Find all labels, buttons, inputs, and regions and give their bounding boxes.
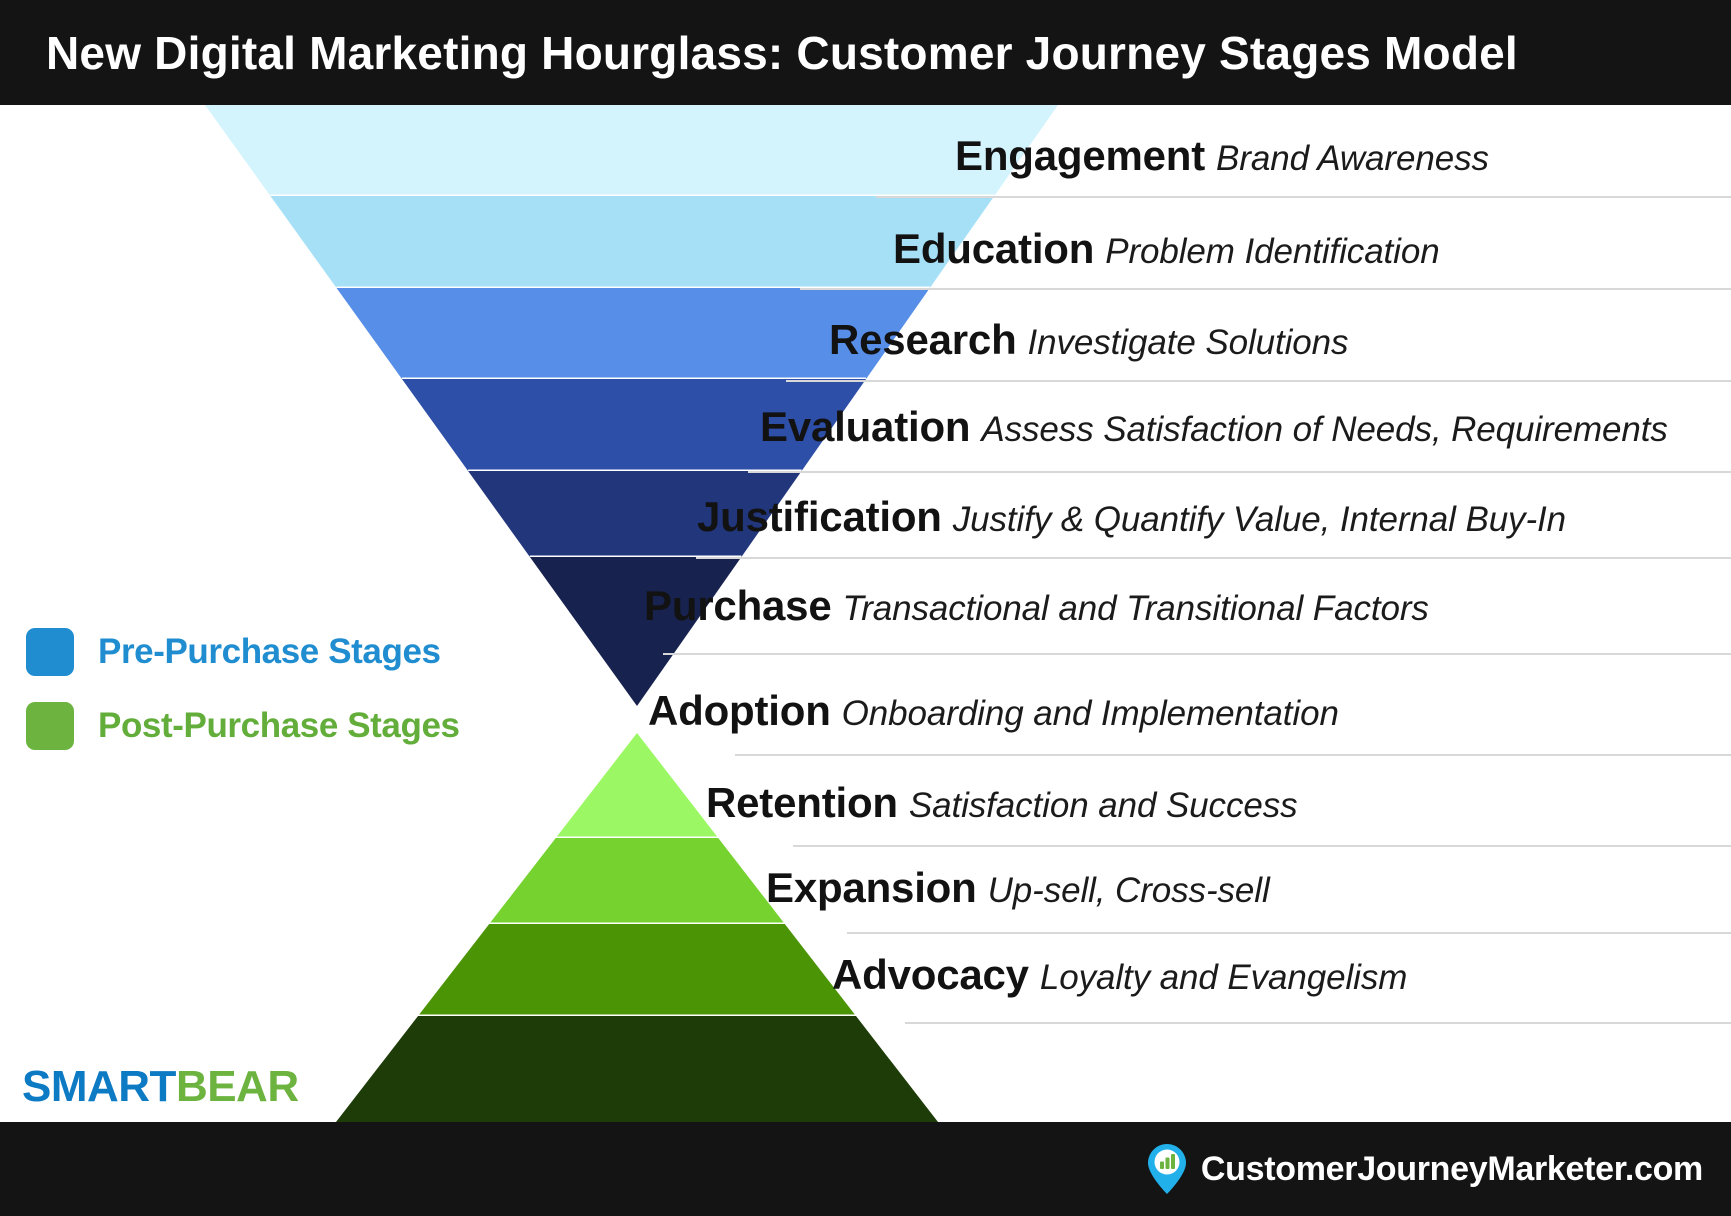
stage-description: Brand Awareness: [1216, 139, 1489, 178]
funnel-band-justification: [468, 471, 802, 557]
stage-divider: [876, 196, 1731, 198]
pyramid-band-advocacy: [336, 1016, 938, 1122]
stage-label-engagement: Engagement Brand Awareness: [955, 132, 1489, 180]
title-bar: New Digital Marketing Hourglass: Custome…: [0, 0, 1731, 105]
stage-name: Engagement: [955, 132, 1206, 179]
stage-label-research: Research Investigate Solutions: [829, 316, 1349, 364]
stage-label-expansion: Expansion Up-sell, Cross-sell: [766, 864, 1270, 912]
stage-name: Adoption: [648, 687, 831, 734]
footer-bar: CustomerJourneyMarketer.com: [0, 1122, 1731, 1216]
pyramid-band-adoption: [555, 733, 719, 838]
stage-label-education: Education Problem Identification: [893, 225, 1440, 273]
stage-label-purchase: Purchase Transactional and Transitional F…: [644, 582, 1429, 630]
stage-description: Transactional and Transitional Factors: [842, 589, 1429, 628]
stage-divider: [735, 754, 1731, 756]
stage-description: Assess Satisfaction of Needs, Requiremen…: [981, 410, 1668, 449]
stage-description: Problem Identification: [1105, 232, 1440, 271]
post-purchase-pyramid: [336, 733, 938, 1122]
legend-label-pre-purchase: Pre-Purchase Stages: [98, 632, 441, 671]
legend-swatch-pre-purchase: [26, 628, 74, 676]
stage-divider: [905, 1022, 1731, 1024]
stage-description: Justify & Quantify Value, Internal Buy-I…: [952, 500, 1567, 539]
legend-swatch-post-purchase: [26, 702, 74, 750]
stage-label-retention: Retention Satisfaction and Success: [706, 779, 1298, 827]
stage-divider: [696, 557, 1731, 559]
stage-label-justification: Justification Justify & Quantify Value, I…: [697, 493, 1566, 541]
stage-name: Advocacy: [832, 951, 1029, 998]
map-pin-chart-icon: [1147, 1144, 1186, 1194]
logo-backdrop: [0, 1040, 330, 1122]
stage-name: Evaluation: [760, 403, 971, 450]
footer-brand[interactable]: CustomerJourneyMarketer.com: [1147, 1143, 1703, 1195]
funnel-band-research: [336, 288, 930, 379]
stage-divider: [847, 932, 1731, 934]
legend-item-pre-purchase[interactable]: Pre-Purchase Stages: [26, 628, 546, 676]
stage-description: Loyalty and Evangelism: [1039, 958, 1408, 997]
footer-site-name: CustomerJourneyMarketer.com: [1200, 1149, 1703, 1188]
stage-name: Research: [829, 316, 1017, 363]
stage-description: Satisfaction and Success: [908, 786, 1298, 825]
smartbear-logo-bear: BEAR: [175, 1062, 299, 1111]
legend-item-post-purchase[interactable]: Post-Purchase Stages: [26, 702, 546, 750]
smartbear-logo-smart: SMART: [22, 1062, 176, 1111]
funnel-band-purchase: [529, 557, 742, 706]
stage-name: Retention: [706, 779, 898, 826]
funnel-band-evaluation: [401, 379, 867, 471]
stage-divider: [786, 380, 1731, 382]
funnel-band-education: [270, 196, 995, 288]
stage-name: Purchase: [644, 582, 832, 629]
stage-label-adoption: Adoption Onboarding and Implementation: [648, 687, 1339, 735]
stage-name: Justification: [697, 493, 942, 540]
stage-description: Onboarding and Implementation: [841, 694, 1339, 733]
smartbear-logo: SMARTBEAR: [22, 1062, 299, 1112]
stage-description: Investigate Solutions: [1027, 323, 1349, 362]
stage-label-evaluation: Evaluation Assess Satisfaction of Needs, …: [760, 403, 1668, 451]
stage-divider: [800, 288, 1731, 290]
stage-name: Expansion: [766, 864, 977, 911]
stage-label-advocacy: Advocacy Loyalty and Evangelism: [832, 951, 1407, 999]
stage-divider: [663, 653, 1731, 655]
stage-description: Up-sell, Cross-sell: [987, 871, 1270, 910]
legend-label-post-purchase: Post-Purchase Stages: [98, 706, 460, 745]
legend: Pre-Purchase Stages Post-Purchase Stages: [26, 628, 546, 776]
pyramid-band-expansion: [418, 924, 856, 1016]
stage-name: Education: [893, 225, 1095, 272]
funnel-band-engagement: [205, 105, 1058, 196]
pyramid-band-retention: [489, 838, 785, 924]
stage-divider: [748, 471, 1731, 473]
page-title: New Digital Marketing Hourglass: Custome…: [46, 26, 1518, 79]
stage-divider: [793, 845, 1731, 847]
